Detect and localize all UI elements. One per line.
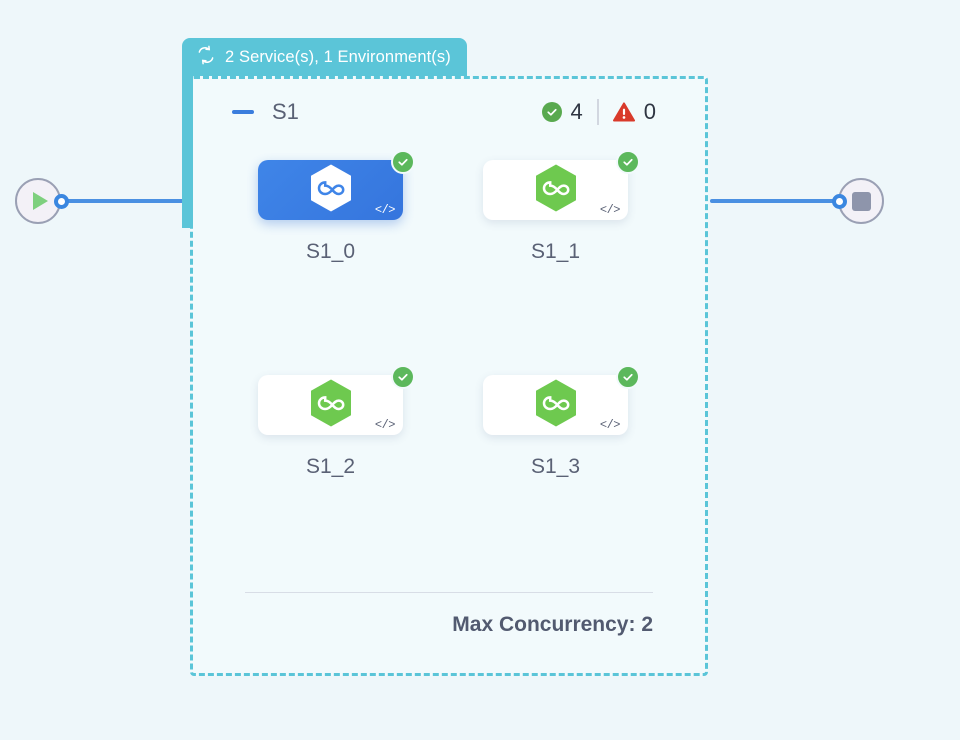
node-card-s1-3[interactable]: </>: [483, 365, 640, 435]
hexagon-infinity-icon: [308, 163, 354, 218]
footer-divider: [245, 592, 653, 593]
group-tab-header[interactable]: 2 Service(s), 1 Environment(s): [182, 38, 467, 76]
success-count: 4: [570, 99, 583, 124]
hexagon-infinity-icon: [308, 378, 354, 433]
minus-icon[interactable]: [232, 110, 254, 114]
success-counter: 4: [541, 99, 583, 125]
node-cell: </> S1_1: [483, 150, 708, 264]
stop-icon: [851, 191, 871, 211]
check-circle-icon: [616, 365, 640, 389]
start-node-output-port[interactable]: [54, 194, 69, 209]
node-row: </> S1_0: [190, 150, 708, 264]
start-node[interactable]: [15, 178, 61, 224]
group-name-label: S1: [272, 99, 299, 124]
error-count: 0: [643, 99, 656, 124]
node-cell: </> S1_2: [258, 365, 483, 479]
check-circle-icon: [616, 150, 640, 174]
code-icon[interactable]: </>: [374, 418, 396, 432]
node-card-s1-0[interactable]: </>: [258, 150, 415, 220]
node-grid: </> S1_0: [190, 150, 708, 479]
group-footer: Max Concurrency: 2: [190, 592, 708, 637]
group-status-counters: 4 0: [541, 99, 656, 125]
check-circle-icon: [391, 365, 415, 389]
error-counter: 0: [612, 99, 656, 125]
hexagon-infinity-icon: [533, 378, 579, 433]
stop-node-input-port[interactable]: [832, 194, 847, 209]
counter-divider: [596, 99, 599, 125]
warning-triangle-icon: [612, 102, 635, 122]
play-icon: [32, 192, 48, 210]
node-row: </> S1_2: [190, 365, 708, 479]
node-label-s1-0: S1_0: [305, 240, 356, 263]
group-header-row: S1 4 0: [190, 76, 708, 148]
check-circle-icon: [391, 150, 415, 174]
node-cell: </> S1_3: [483, 365, 708, 479]
code-icon[interactable]: </>: [599, 418, 621, 432]
node-cell: </> S1_0: [258, 150, 483, 264]
node-label-s1-1: S1_1: [530, 240, 581, 263]
max-concurrency-label: Max Concurrency: 2: [452, 613, 653, 636]
group-tab-label: 2 Service(s), 1 Environment(s): [225, 47, 451, 66]
node-label-s1-3: S1_3: [530, 455, 581, 478]
hexagon-infinity-icon: [533, 163, 579, 218]
edge-group-to-stop: [710, 199, 842, 203]
code-icon[interactable]: </>: [599, 203, 621, 217]
node-card-s1-1[interactable]: </>: [483, 150, 640, 220]
check-circle-icon: [541, 102, 562, 122]
edge-start-to-group: [62, 199, 190, 203]
group-header-left: S1: [232, 99, 299, 125]
loop-arrows-icon: [196, 45, 216, 70]
node-card-s1-2[interactable]: </>: [258, 365, 415, 435]
group-tab-stub: [182, 74, 193, 228]
code-icon[interactable]: </>: [374, 203, 396, 217]
node-label-s1-2: S1_2: [305, 455, 356, 478]
